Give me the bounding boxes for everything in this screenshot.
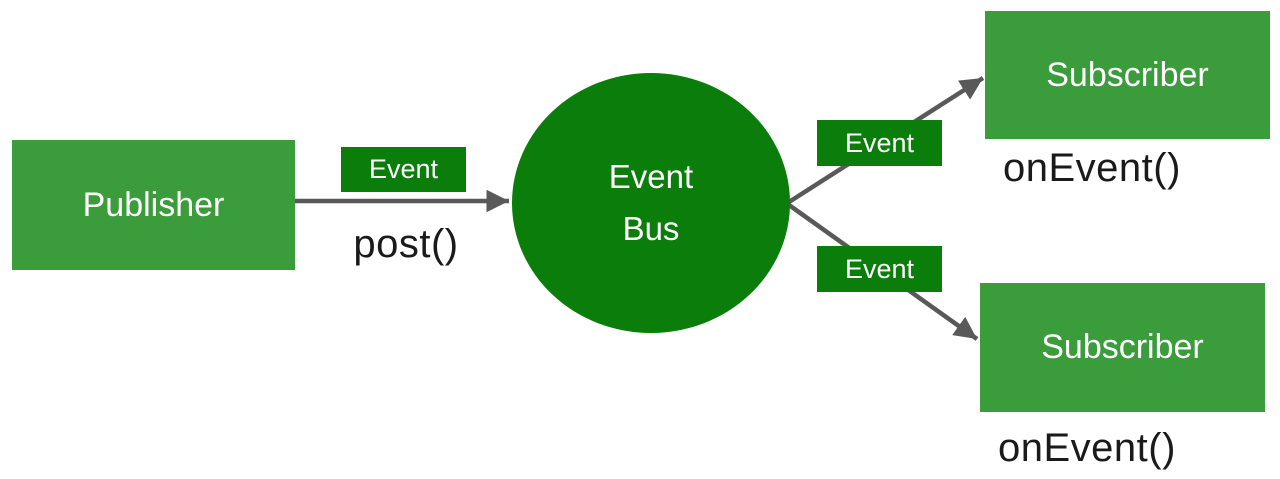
event-bus-node: Event Bus [512,73,790,333]
post-method-label: post() [353,222,459,266]
event-badge-publish-label: Event [368,154,439,184]
subscriber-bottom-label: Subscriber [1041,328,1204,366]
subscriber-bottom-node: Subscriber [980,283,1265,412]
event-badge-subscriber-top: Event [817,120,942,166]
event-badge-subscriber-bottom-label: Event [844,253,915,284]
event-badge-publish: Event [341,147,466,192]
publisher-node: Publisher [12,140,295,270]
onevent-bottom-method-label: onEvent() [998,426,1176,470]
event-bus-label-line1: Event [608,158,694,195]
subscriber-top-node: Subscriber [985,11,1270,139]
onevent-top-method-label: onEvent() [1003,146,1181,190]
subscriber-top-label: Subscriber [1046,55,1209,94]
event-badge-subscriber-bottom: Event [817,246,942,292]
publisher-label: Publisher [82,185,225,224]
event-badge-subscriber-top-label: Event [844,127,915,158]
event-bus-label-line2: Bus [622,210,680,247]
